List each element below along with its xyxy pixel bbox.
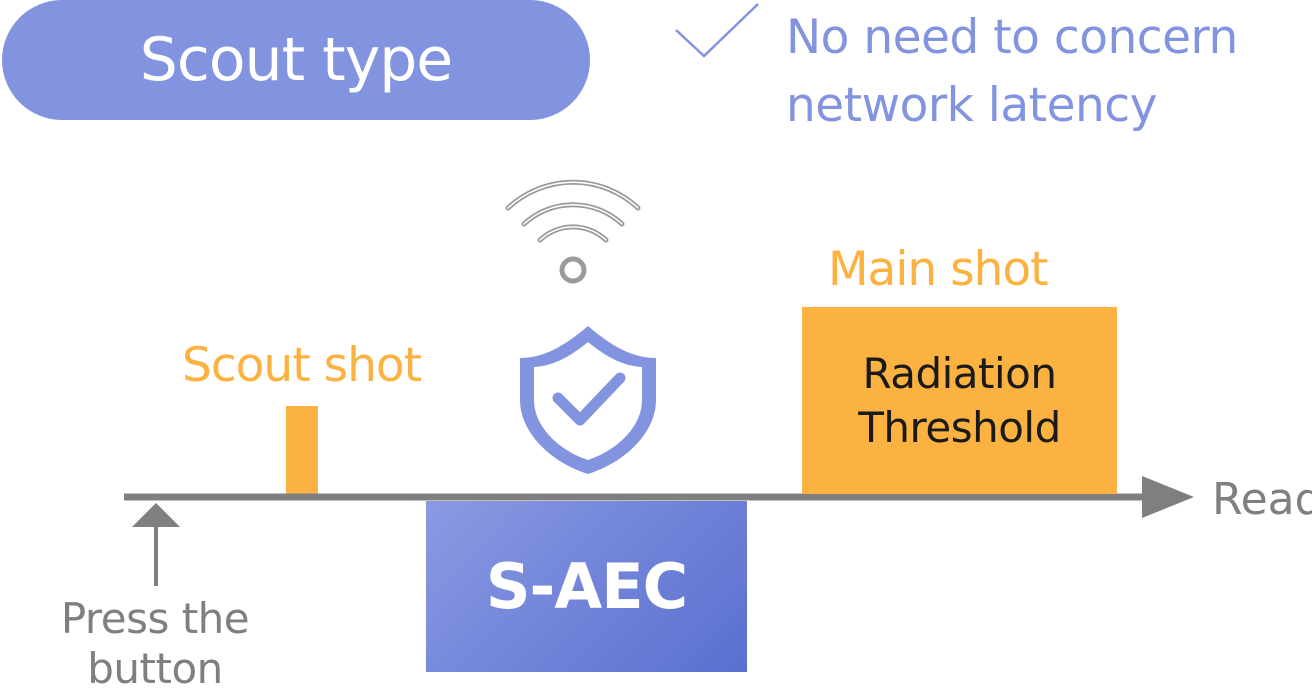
benefit-line-2: network latency xyxy=(786,78,1157,133)
read-label: Read xyxy=(1212,474,1312,525)
check-icon xyxy=(675,3,759,58)
saec-box: S-AEC xyxy=(426,501,747,672)
scout-type-label: Scout type xyxy=(139,25,453,95)
main-box-line-2: Threshold xyxy=(858,402,1061,452)
press-line-1: Press the xyxy=(60,594,250,643)
main-box-line-1: Radiation xyxy=(862,348,1057,398)
saec-label: S-AEC xyxy=(485,550,688,623)
benefit-line-1: No need to concern xyxy=(786,10,1238,65)
scout-shot-bar xyxy=(286,406,318,494)
press-button-label: Press the button xyxy=(30,594,280,694)
scout-shot-label: Scout shot xyxy=(182,338,422,393)
scout-type-pill: Scout type xyxy=(2,0,590,120)
up-arrow-icon xyxy=(132,503,180,586)
main-shot-label: Main shot xyxy=(828,242,1049,297)
shield-check-icon xyxy=(520,326,656,474)
benefit-text: No need to concern network latency xyxy=(786,4,1286,140)
timeline-arrow xyxy=(124,476,1194,518)
wifi-icon-highlight xyxy=(507,181,639,241)
wifi-icon xyxy=(505,179,641,284)
press-line-2: button xyxy=(87,644,223,693)
main-shot-box: Radiation Threshold xyxy=(802,307,1117,494)
